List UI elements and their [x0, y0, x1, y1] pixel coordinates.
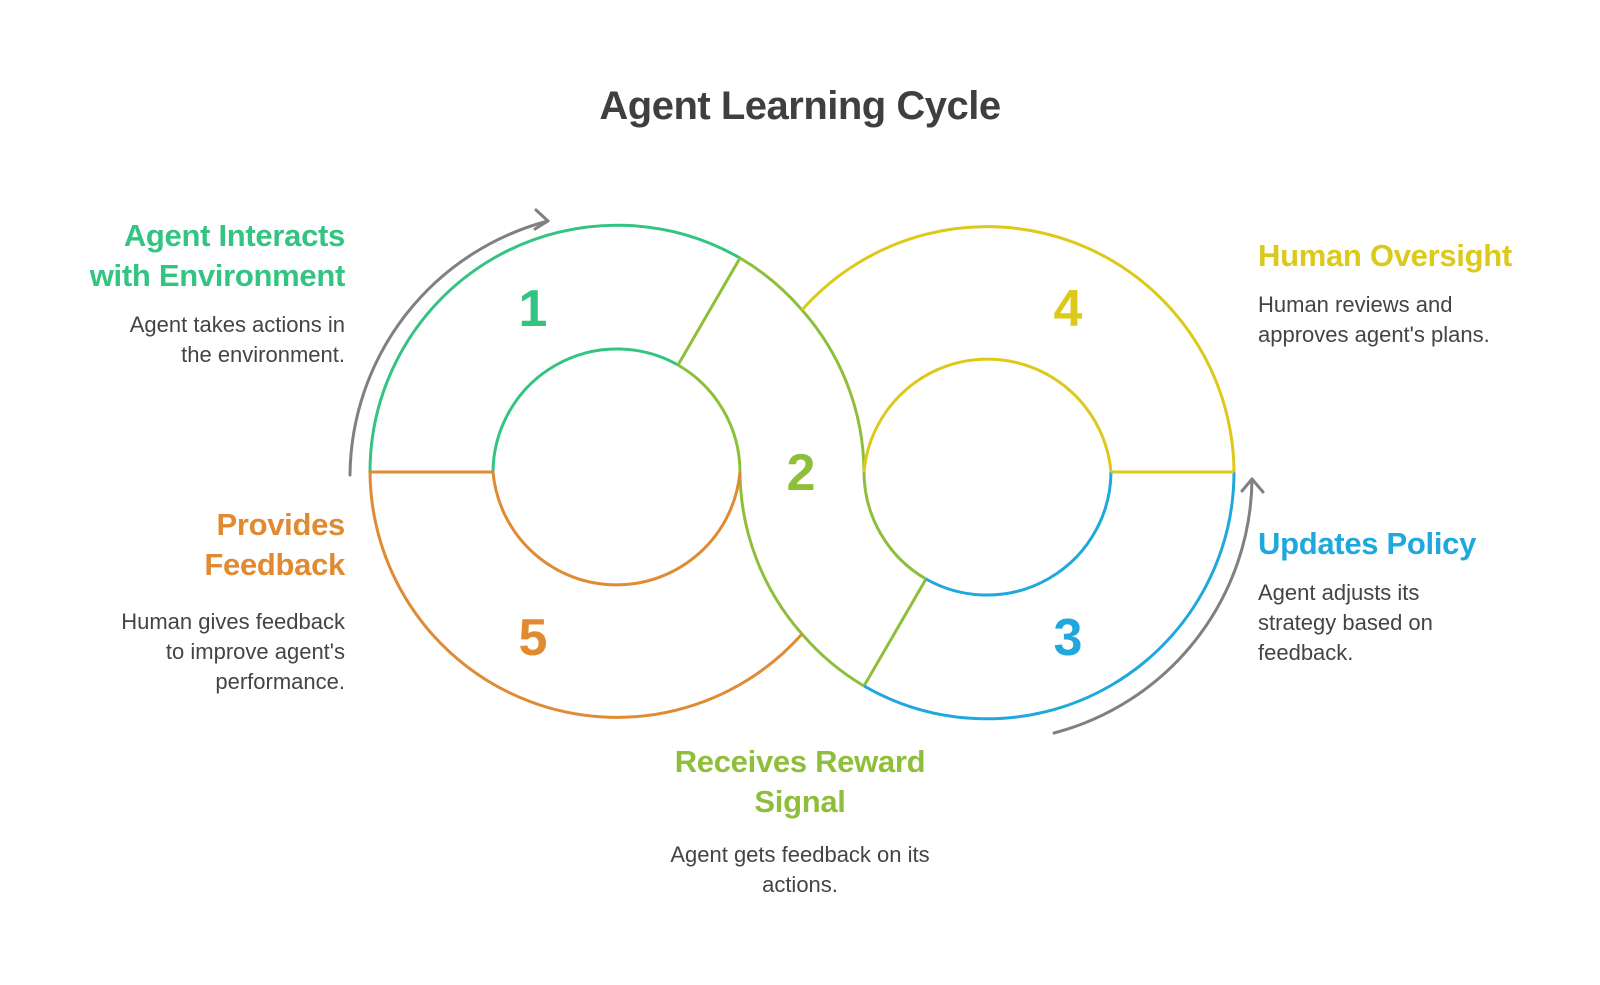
- flow-arrow-left-curve: [348, 219, 550, 477]
- segment-3-inner-arc: [925, 471, 1113, 597]
- segment-2-middle-outer: [800, 309, 866, 473]
- step-5-heading: Provides Feedback: [40, 505, 345, 585]
- step-1-label: Agent Interacts with Environment Agent t…: [40, 216, 346, 370]
- segment-3-outer-arc: [863, 471, 1236, 721]
- step-1-description: Agent takes actions in the environment.: [40, 310, 345, 370]
- segment-5-inner-arc: [491, 471, 742, 587]
- step-1-desc-line-2: the environment.: [181, 342, 345, 367]
- step-2-heading: Receives Reward Signal: [600, 742, 1000, 822]
- flow-arrow-right: [1052, 477, 1265, 735]
- step-3-desc-line-1: Agent adjusts its: [1258, 580, 1420, 605]
- step-2-desc-line-2: actions.: [762, 872, 838, 897]
- flow-arrow-left: [348, 208, 550, 477]
- segment-2-lower-outer: [800, 633, 865, 688]
- step-4-heading: Human Oversight: [1258, 236, 1578, 276]
- step-1-heading-line-2: with Environment: [89, 258, 346, 293]
- segment-1-inner-arc: [491, 347, 679, 473]
- step-1-desc-line-1: Agent takes actions in: [129, 312, 345, 337]
- step-2-number: 2: [787, 444, 816, 502]
- flow-arrow-left-head: [533, 208, 550, 231]
- step-5-heading-line-2: Feedback: [204, 547, 345, 582]
- flow-arrow-right-curve: [1052, 477, 1254, 735]
- segment-2-top-divider: [676, 257, 742, 366]
- step-4-label: Human Oversight Human reviews and approv…: [1258, 236, 1578, 350]
- step-1-number: 1: [519, 280, 548, 338]
- step-4-heading-line-1: Human Oversight: [1258, 238, 1512, 273]
- step-5-number: 5: [519, 609, 548, 667]
- step-3-description: Agent adjusts its strategy based on feed…: [1258, 578, 1578, 668]
- segment-2-lower-inner-right: [862, 471, 927, 581]
- segment-2-upper-outer: [739, 256, 804, 311]
- segment-4-inner-arc: [862, 357, 1113, 473]
- step-3-desc-line-2: strategy based on: [1258, 610, 1433, 635]
- step-5-desc-line-2: to improve agent's: [165, 639, 345, 664]
- segment-2-bottom-divider: [862, 578, 928, 687]
- step-2-heading-line-1: Receives Reward: [674, 744, 926, 779]
- step-4-desc-line-1: Human reviews and: [1258, 292, 1453, 317]
- segment-4-outer-arc: [800, 225, 1236, 473]
- step-1-heading-line-1: Agent Interacts: [123, 218, 345, 253]
- step-3-heading-line-1: Updates Policy: [1258, 526, 1477, 561]
- step-3-desc-line-3: feedback.: [1258, 640, 1354, 665]
- flow-arrow-right-head: [1240, 477, 1265, 494]
- segment-2: [676, 256, 928, 688]
- segment-3: [863, 471, 1236, 721]
- segment-1: [368, 223, 741, 474]
- step-5-heading-line-1: Provides: [216, 507, 345, 542]
- step-1-heading: Agent Interacts with Environment: [40, 216, 346, 296]
- step-2-description: Agent gets feedback on its actions.: [600, 840, 1000, 900]
- step-4-description: Human reviews and approves agent's plans…: [1258, 290, 1578, 350]
- step-3-heading: Updates Policy: [1258, 524, 1578, 564]
- segment-4: [800, 225, 1236, 474]
- step-5-desc-line-1: Human gives feedback: [121, 609, 345, 634]
- step-3-label: Updates Policy Agent adjusts its strateg…: [1258, 524, 1578, 668]
- step-4-number: 4: [1054, 280, 1083, 338]
- step-5-label: Provides Feedback Human gives feedback t…: [40, 505, 345, 697]
- step-2-label: Receives Reward Signal Agent gets feedba…: [600, 742, 1000, 900]
- step-2-heading-line-2: Signal: [754, 784, 846, 819]
- segment-2-upper-inner: [677, 363, 742, 473]
- step-5-description: Human gives feedback to improve agent's …: [40, 607, 345, 697]
- segment-2-lower-inner-left: [738, 471, 804, 635]
- segment-5-outer-arc: [368, 471, 804, 719]
- segment-5: [368, 470, 804, 719]
- diagram-title: Agent Learning Cycle: [599, 84, 1001, 128]
- step-2-desc-line-1: Agent gets feedback on its: [670, 842, 930, 867]
- step-5-desc-line-3: performance.: [215, 669, 345, 694]
- step-4-desc-line-2: approves agent's plans.: [1258, 322, 1490, 347]
- step-3-number: 3: [1054, 609, 1083, 667]
- segment-1-outer-arc: [368, 223, 741, 473]
